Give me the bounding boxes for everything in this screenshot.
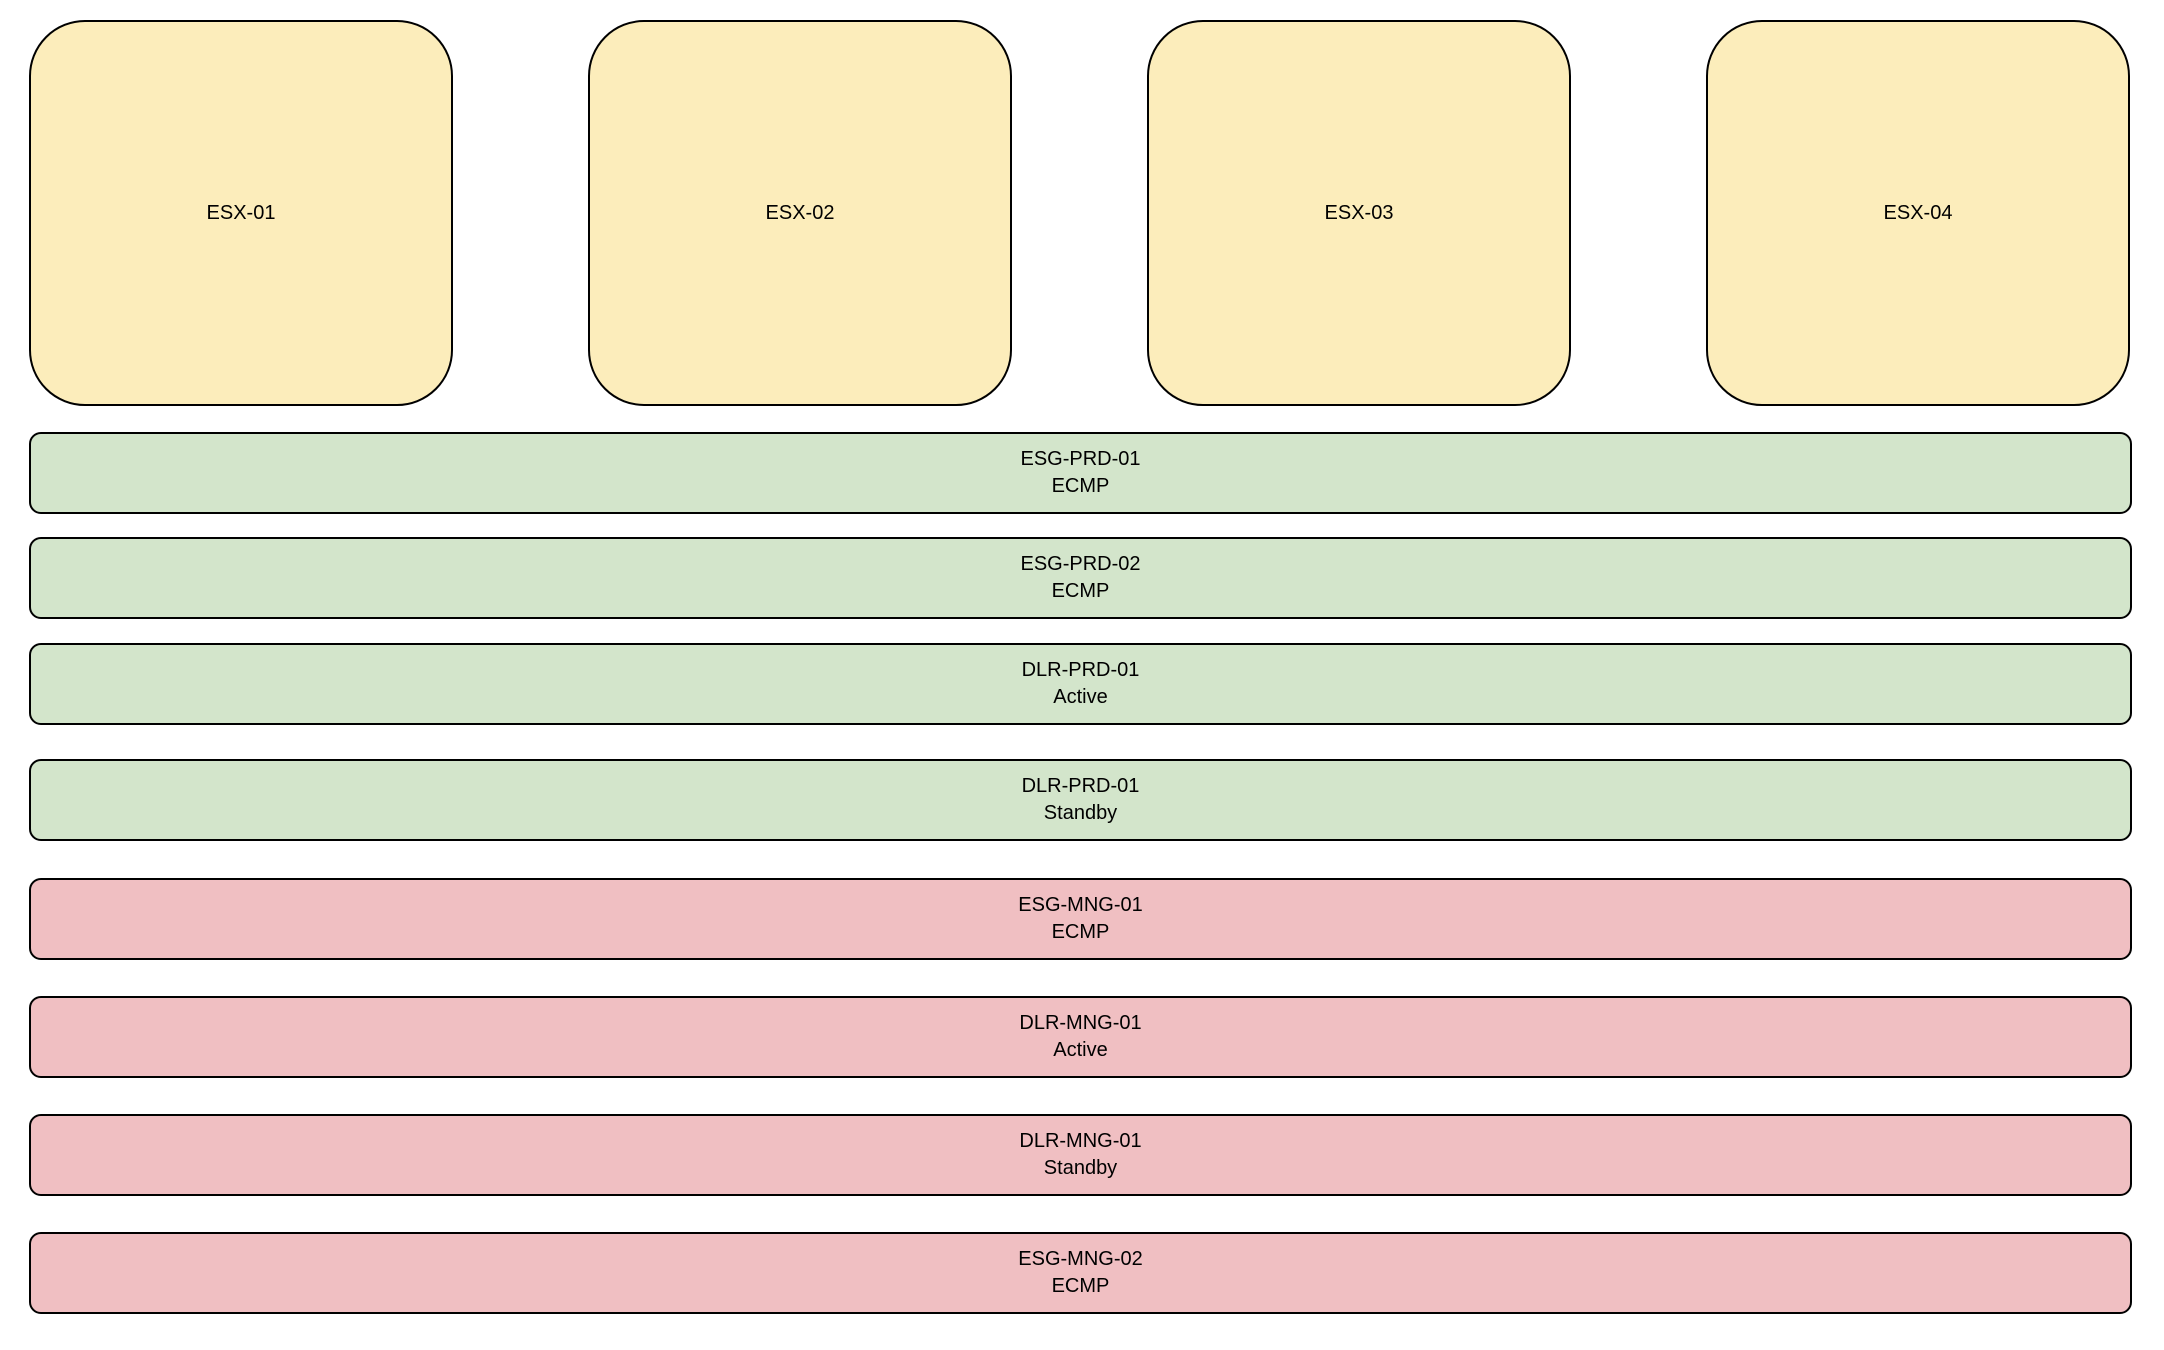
edge-node-dlr-prd-01-active: DLR-PRD-01 Active [29,643,2132,725]
host-label: ESX-01 [206,201,276,224]
edge-mode: ECMP [1051,921,1110,943]
edge-name: ESG-MNG-01 [1018,894,1143,916]
edge-mode: ECMP [1051,1275,1110,1297]
edge-name: DLR-MNG-01 [1019,1130,1142,1152]
edge-name: DLR-PRD-01 [1021,775,1140,797]
host-label: ESX-04 [1883,201,1953,224]
edge-node-esg-mng-02: ESG-MNG-02 ECMP [29,1232,2132,1314]
host-node-esx-03: ESX-03 [1147,20,1571,406]
edge-node-esg-prd-02: ESG-PRD-02 ECMP [29,537,2132,619]
edge-name: DLR-PRD-01 [1021,659,1140,681]
edge-mode: Active [1053,686,1108,708]
edge-mode: Standby [1043,1157,1118,1179]
edge-name: ESG-PRD-02 [1020,553,1141,575]
edge-node-esg-prd-01: ESG-PRD-01 ECMP [29,432,2132,514]
host-node-esx-02: ESX-02 [588,20,1012,406]
edge-mode: ECMP [1051,580,1110,602]
edge-node-dlr-mng-01-standby: DLR-MNG-01 Standby [29,1114,2132,1196]
edge-node-esg-mng-01: ESG-MNG-01 ECMP [29,878,2132,960]
edge-name: ESG-PRD-01 [1020,448,1141,470]
edge-mode: Standby [1043,802,1118,824]
edge-node-dlr-mng-01-active: DLR-MNG-01 Active [29,996,2132,1078]
edge-mode: ECMP [1051,475,1110,497]
host-node-esx-01: ESX-01 [29,20,453,406]
host-node-esx-04: ESX-04 [1706,20,2130,406]
host-label: ESX-03 [1324,201,1394,224]
host-label: ESX-02 [765,201,835,224]
edge-name: ESG-MNG-02 [1018,1248,1143,1270]
edge-name: DLR-MNG-01 [1019,1012,1142,1034]
edge-mode: Active [1053,1039,1108,1061]
edge-node-dlr-prd-01-standby: DLR-PRD-01 Standby [29,759,2132,841]
